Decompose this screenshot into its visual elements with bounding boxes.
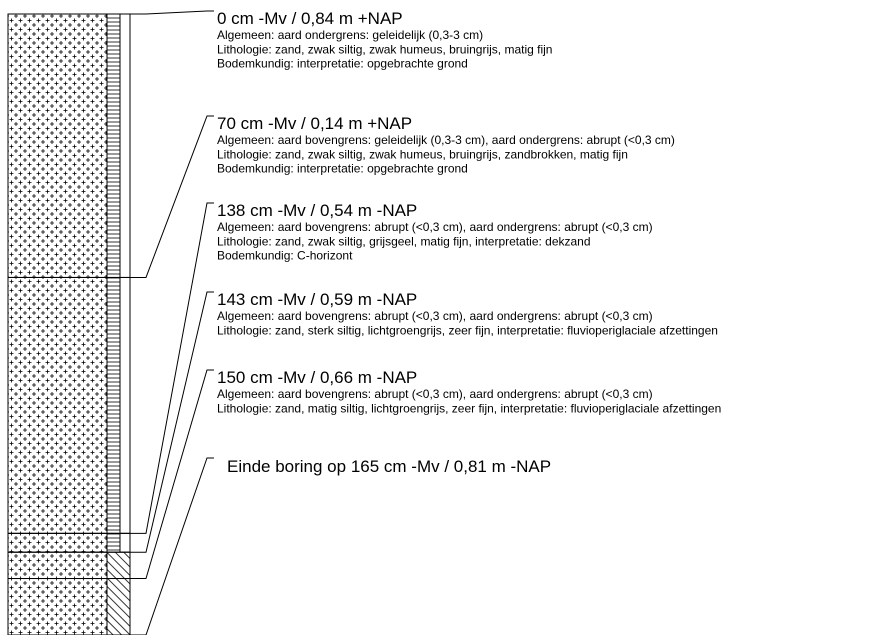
layer-0-lithology-fill <box>7 13 108 278</box>
layer-1-soil-strip-blank <box>119 276 131 534</box>
layer-2-soil-strip-blank <box>119 532 131 553</box>
layer-2-lithology-fill <box>7 532 108 553</box>
layer-1-detail-line: Bodemkundig: interpretatie: opgebrachte … <box>217 162 468 176</box>
layer-3-heading: 143 cm -Mv / 0,59 m -NAP <box>217 290 417 309</box>
layer-1-detail-line: Lithologie: zand, zwak siltig, zwak hume… <box>217 147 628 161</box>
layer-4-leader-line <box>8 369 214 580</box>
layer-3-soil-strip <box>106 551 131 580</box>
end-of-boring-leader-line <box>8 457 214 635</box>
layer-2-soil-strip <box>106 532 121 553</box>
soil-column <box>7 13 131 635</box>
layer-4-detail-line: Lithologie: zand, matig siltig, lichtgro… <box>217 401 721 415</box>
layer-0-detail-line: Algemeen: aard ondergrens: geleidelijk (… <box>217 28 483 42</box>
layer-1-soil-strip <box>106 276 121 534</box>
layer-0-soil-strip <box>106 13 121 278</box>
layer-2-heading: 138 cm -Mv / 0,54 m -NAP <box>217 201 417 220</box>
layer-2-detail-line: Lithologie: zand, zwak siltig, grijsgeel… <box>217 234 591 248</box>
layer-0-leader-line <box>8 10 214 15</box>
layer-0-soil-strip-blank <box>119 13 131 278</box>
layer-2-detail-line: Algemeen: aard bovengrens: abrupt (<0,3 … <box>217 220 653 234</box>
layer-2-leader-line <box>8 202 214 534</box>
leader-lines <box>8 10 214 635</box>
layer-4-soil-strip <box>106 578 131 635</box>
layer-3-detail-line: Lithologie: zand, sterk siltig, lichtgro… <box>217 323 718 337</box>
layer-4-lithology-fill <box>7 578 108 635</box>
layer-3-detail-line: Algemeen: aard bovengrens: abrupt (<0,3 … <box>217 309 653 323</box>
end-of-boring-text: Einde boring op 165 cm -Mv / 0,81 m -NAP <box>227 457 551 476</box>
layer-3-leader-line <box>8 291 214 553</box>
layer-0-heading: 0 cm -Mv / 0,84 m +NAP <box>217 9 403 28</box>
layer-1-detail-line: Algemeen: aard bovengrens: geleidelijk (… <box>217 133 675 147</box>
layer-2-detail-line: Bodemkundig: C-horizont <box>217 249 353 263</box>
layer-1-leader-line <box>8 115 214 278</box>
layer-4-heading: 150 cm -Mv / 0,66 m -NAP <box>217 368 417 387</box>
layer-1-heading: 70 cm -Mv / 0,14 m +NAP <box>217 114 412 133</box>
layer-1-lithology-fill <box>7 276 108 534</box>
layer-3-lithology-fill <box>7 551 108 580</box>
layer-4-detail-line: Algemeen: aard bovengrens: abrupt (<0,3 … <box>217 387 653 401</box>
layer-0-detail-line: Bodemkundig: interpretatie: opgebrachte … <box>217 57 468 71</box>
layer-0-detail-line: Lithologie: zand, zwak siltig, zwak hume… <box>217 42 552 56</box>
